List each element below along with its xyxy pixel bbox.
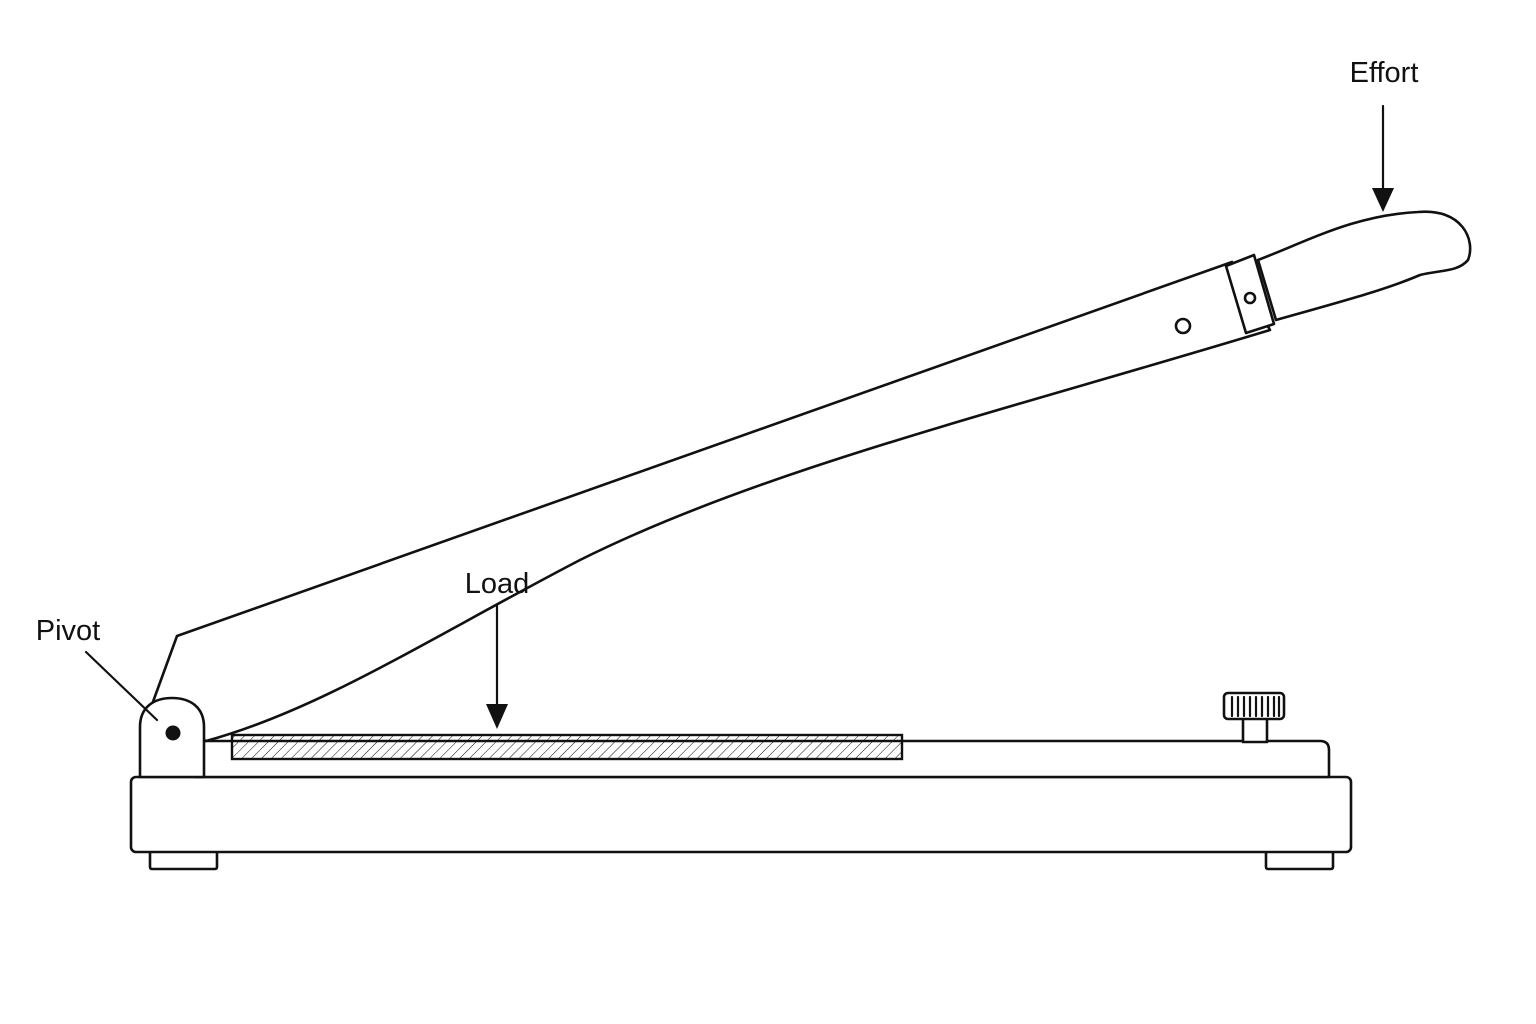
load-material — [230, 733, 904, 761]
pivot-pin — [165, 725, 181, 741]
knob-icon — [1222, 691, 1286, 721]
load-arrow — [486, 604, 508, 729]
pivot-label: Pivot — [36, 615, 100, 647]
arm-rivet — [1174, 317, 1192, 335]
knob-stem — [1241, 715, 1269, 744]
effort-arrow — [1372, 104, 1394, 212]
handle-grip — [1256, 210, 1472, 322]
lever-arm — [148, 260, 1272, 743]
ferrule-rivet — [1243, 291, 1257, 305]
base-board — [129, 775, 1353, 854]
effort-label: Effort — [1350, 57, 1419, 89]
pivot-leader-line — [84, 650, 159, 722]
load-label: Load — [465, 568, 530, 600]
